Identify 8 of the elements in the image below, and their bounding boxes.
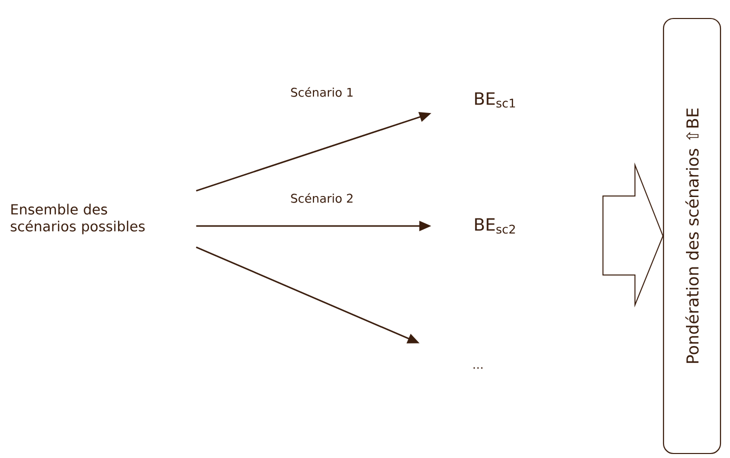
edge-label: Scénario 1 [289,86,355,98]
text-label: Ensemble des scénarios possibles [10,204,145,234]
block-arrow [602,162,664,308]
result-label: BE$_{sc1}$ [475,92,515,108]
result-box: Pondération des scénarios ⇧BE [662,18,722,454]
ellipsis-label: ... [474,367,482,369]
result-label: BE$_{sc2}$ [475,218,515,234]
edge-label: Scénario 2 [289,192,355,204]
